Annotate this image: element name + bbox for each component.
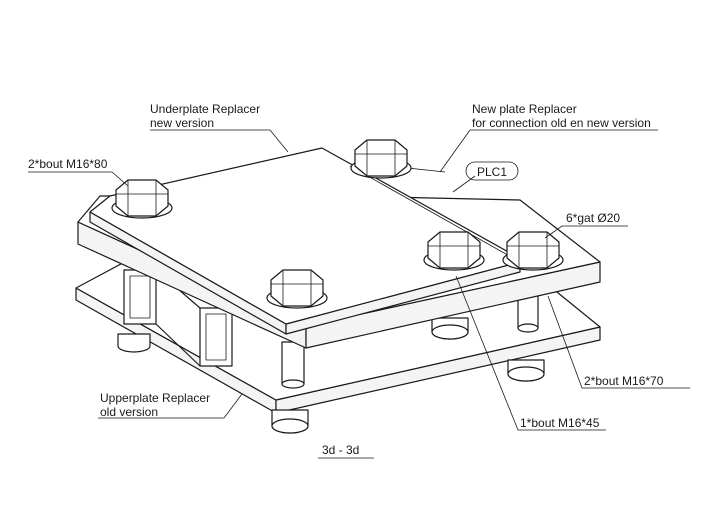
upperplate-label-line1: Upperplate Replacer (100, 391, 210, 405)
bolt-80-label: 2*bout M16*80 (28, 157, 108, 171)
plc-label: PLC1 (477, 165, 507, 179)
bolt-shanks (281, 291, 539, 389)
bolt-45-label: 1*bout M16*45 (520, 416, 600, 430)
tube-spacers (123, 269, 233, 367)
lower-bolt-ends (117, 317, 545, 434)
newplate-label-line1: New plate Replacer (472, 102, 577, 116)
plc-bubble (465, 161, 519, 181)
underplate-label-line1: Underplate Replacer (150, 102, 260, 116)
bolt-head-front (266, 269, 328, 309)
bolt-head-back (350, 139, 412, 179)
holes-label: 6*gat Ø20 (566, 211, 620, 225)
section-label: 3d - 3d (322, 443, 359, 457)
bolt-70-label: 2*bout M16*70 (584, 374, 664, 388)
underplate-label-line2: new version (150, 116, 214, 130)
newplate-label-line2: for connection old en new version (472, 116, 651, 130)
upperplate-label-line2: old version (100, 405, 158, 419)
bolt-head-right (502, 231, 564, 271)
bolt-head-mid (423, 231, 485, 271)
leader-lines (28, 129, 690, 459)
bolt-head-left (111, 179, 173, 219)
